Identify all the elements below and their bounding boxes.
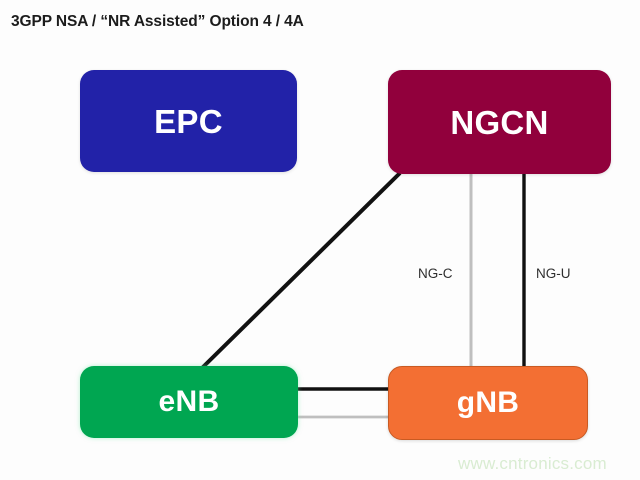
node-gnb[interactable]: gNB bbox=[388, 366, 588, 440]
link-label-ngu: NG-U bbox=[536, 266, 571, 281]
node-epc[interactable]: EPC bbox=[80, 70, 297, 172]
node-ngcn[interactable]: NGCN bbox=[388, 70, 611, 174]
node-enb[interactable]: eNB bbox=[80, 366, 298, 438]
node-ngcn-label: NGCN bbox=[450, 103, 549, 141]
watermark: www.cntronics.com bbox=[458, 454, 607, 473]
diagram-title: 3GPP NSA / “NR Assisted” Option 4 / 4A bbox=[11, 13, 304, 30]
node-enb-label: eNB bbox=[158, 385, 220, 418]
node-epc-label: EPC bbox=[154, 102, 223, 140]
link-ngcn-enb bbox=[199, 171, 402, 371]
link-label-ngc: NG-C bbox=[418, 266, 453, 281]
node-gnb-label: gNB bbox=[456, 386, 520, 419]
